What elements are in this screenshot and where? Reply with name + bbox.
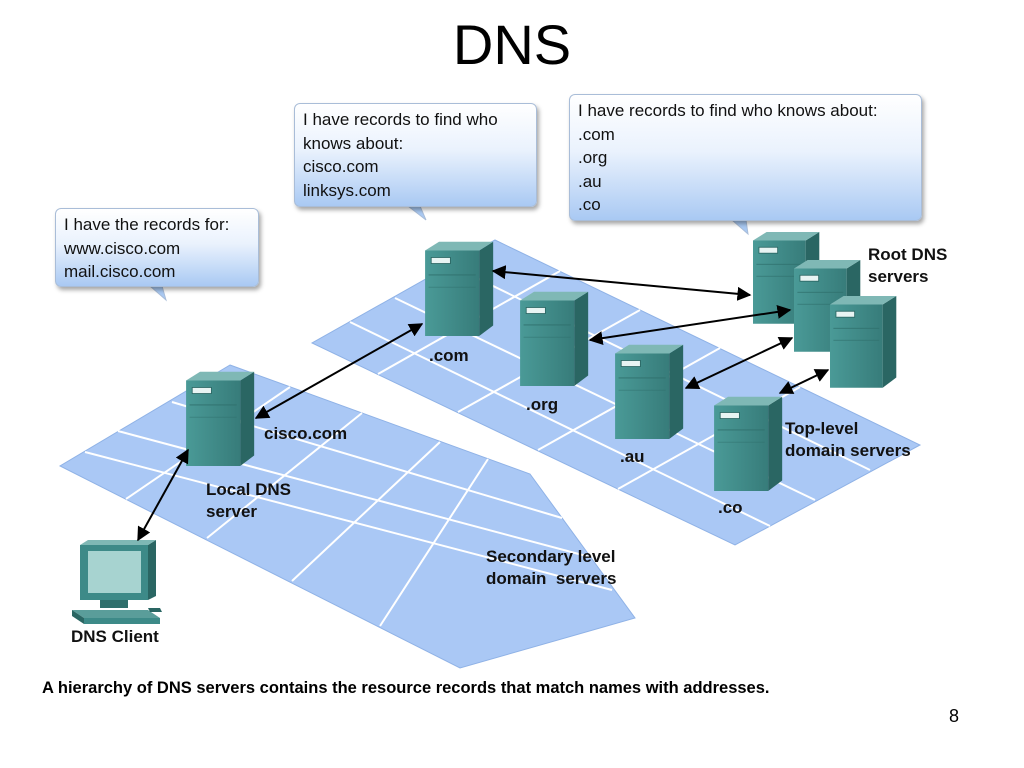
- callout-line: cisco.com: [303, 157, 379, 176]
- label-line: Root DNS: [868, 245, 948, 264]
- dns-client-computer-icon: [72, 540, 162, 624]
- page-number: 8: [949, 706, 960, 726]
- label-line: domain servers: [785, 441, 911, 460]
- callout-line: I have records to find who: [303, 110, 498, 129]
- callout-line: .au: [578, 171, 602, 191]
- callout-line: www.cisco.com: [64, 238, 181, 258]
- callout-line: mail.cisco.com: [64, 262, 176, 281]
- local-dns-server-icon: [185, 371, 255, 467]
- co-server-icon: [713, 396, 783, 492]
- callout-line: .org: [578, 148, 608, 167]
- page-title: DNS: [452, 13, 572, 76]
- root-server-3-icon: [829, 295, 897, 389]
- co-label: .co: [718, 498, 743, 517]
- com-records-callout: I have records to find who knows about: …: [294, 103, 537, 207]
- org-server-icon: [519, 291, 589, 387]
- au-label: .au: [620, 447, 645, 466]
- label-line: servers: [868, 267, 929, 286]
- com-callout-tail: [406, 205, 427, 221]
- label-line: Secondary level: [486, 547, 616, 566]
- root-dns-servers-label: Root DNS servers: [868, 244, 947, 288]
- au-server-icon: [614, 344, 684, 440]
- cisco-com-label: cisco.com: [264, 424, 348, 443]
- connection-arrows: [137, 265, 830, 542]
- label-line: server: [206, 502, 258, 521]
- callout-line: I have records to find who knows about:: [578, 101, 878, 120]
- label-line: domain servers: [486, 569, 617, 588]
- local-callout-tail: [148, 285, 167, 302]
- label-line: Top-level: [785, 419, 859, 438]
- callout-line: knows about:: [303, 133, 404, 153]
- org-label: .org: [526, 395, 559, 414]
- label-line: Local DNS: [206, 480, 292, 499]
- root-records-callout: I have records to find who knows about: …: [569, 94, 922, 221]
- callout-line: linksys.com: [303, 180, 391, 200]
- com-label: .com: [429, 346, 469, 365]
- secondary-level-domain-servers-label: Secondary level domain servers: [486, 546, 616, 590]
- com-server-icon: [424, 241, 494, 337]
- local-records-callout: I have the records for: www.cisco.com ma…: [55, 208, 259, 287]
- callout-line: I have the records for:: [64, 215, 230, 234]
- dns-client-label: DNS Client: [71, 627, 159, 646]
- callout-line: .com: [578, 124, 615, 144]
- callout-line: .co: [578, 195, 601, 214]
- diagram-caption: A hierarchy of DNS servers contains the …: [42, 679, 770, 697]
- local-dns-server-label: Local DNS server: [206, 479, 291, 523]
- top-level-domain-servers-label: Top-level domain servers: [785, 418, 911, 462]
- root-callout-tail: [730, 219, 749, 236]
